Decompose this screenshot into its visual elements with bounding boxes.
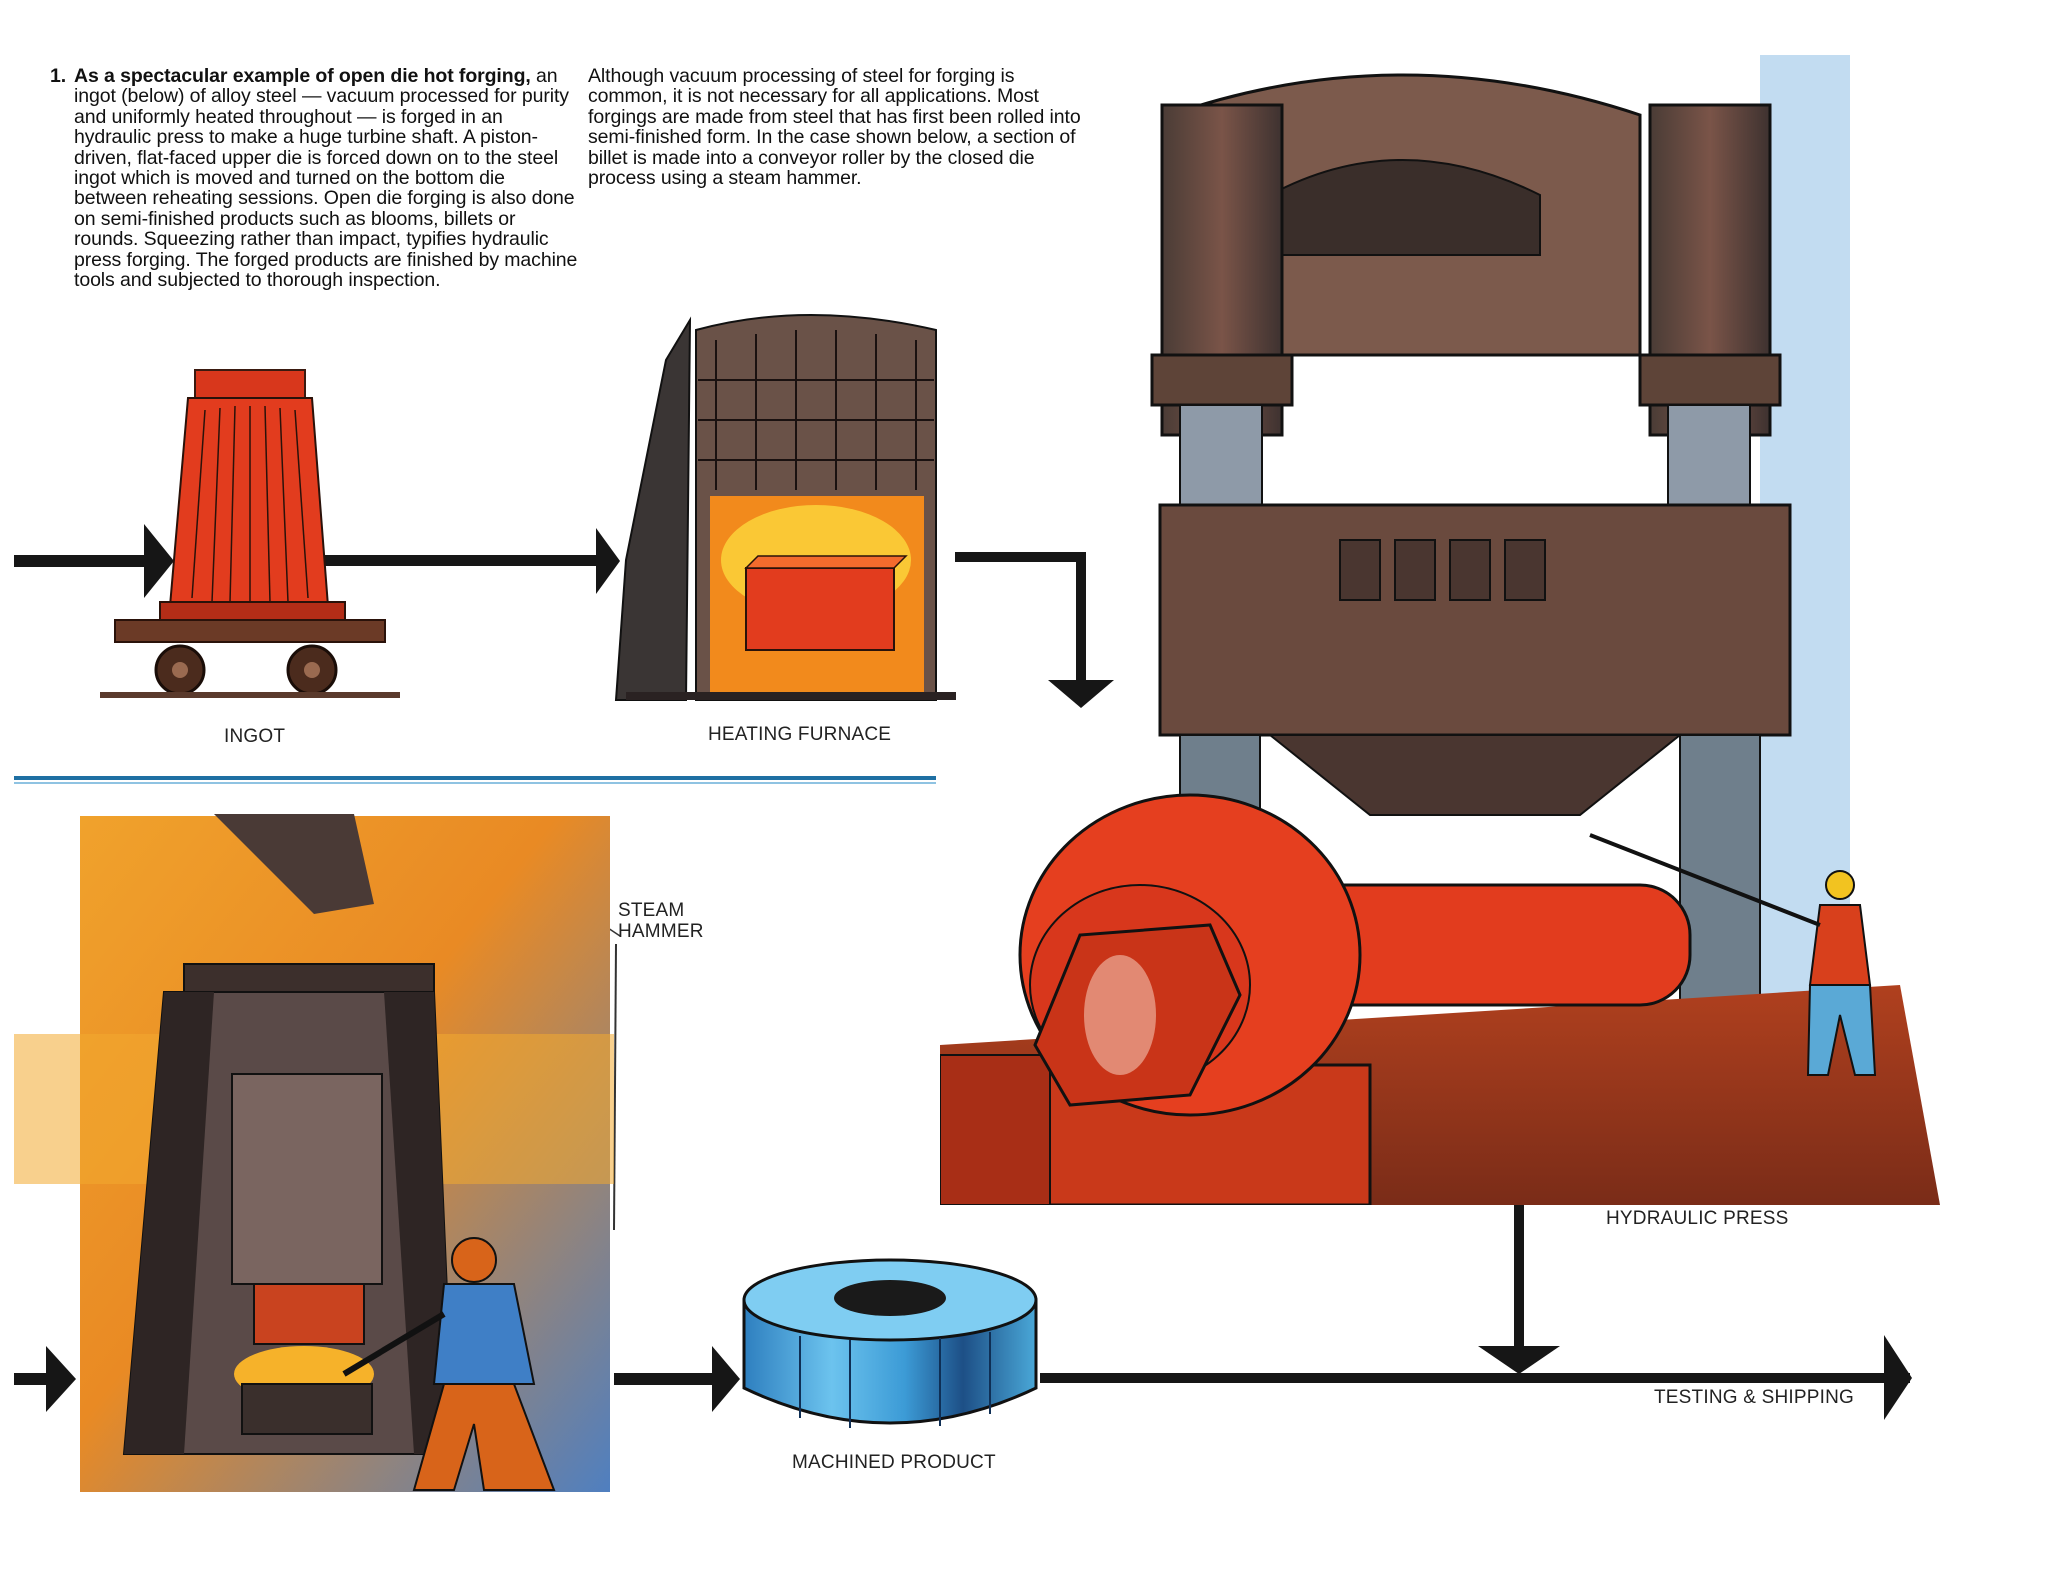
arrow-ingot-to-furnace: [320, 528, 620, 594]
furnace-illustration: [614, 314, 956, 701]
steam-hammer-leader: [613, 943, 617, 1231]
steam-hammer-label-line1: STEAM: [618, 900, 685, 921]
arrow-furnace-to-press: [955, 552, 1114, 708]
testing-shipping-label: TESTING & SHIPPING: [1654, 1387, 1854, 1408]
machined-product-illustration: [742, 1258, 1038, 1428]
note-paragraph: Although vacuum processing of steel for …: [588, 66, 1088, 188]
arrow-press-to-shipping: [1478, 1198, 1560, 1374]
intro-body: an ingot (below) of alloy steel — vacuum…: [74, 65, 578, 292]
arrow-into-steam-hammer: [14, 1346, 76, 1412]
hydraulic-press-illustration: [940, 55, 1940, 1205]
arrow-hammer-to-machined: [614, 1346, 740, 1412]
section-divider-light: [14, 782, 936, 784]
intro-number: 1.: [50, 65, 67, 87]
intro-lead: As a spectacular example of open die hot…: [74, 65, 531, 87]
ingot-illustration: [100, 369, 400, 698]
heating-furnace-label: HEATING FURNACE: [708, 724, 892, 745]
ingot-label: INGOT: [224, 726, 286, 747]
steam-hammer-illustration: [14, 814, 614, 1492]
arrow-machined-to-shipping: [1040, 1335, 1912, 1420]
intro-paragraph: 1. As a spectacular example of open die …: [50, 65, 580, 292]
steam-hammer-label-line2: HAMMER: [618, 921, 704, 942]
machined-product-label: MACHINED PRODUCT: [792, 1452, 996, 1473]
hydraulic-press-label: HYDRAULIC PRESS: [1606, 1208, 1789, 1229]
section-divider: [14, 776, 936, 780]
arrow-into-ingot: [14, 524, 174, 598]
note-text: Although vacuum processing of steel for …: [588, 65, 1081, 190]
